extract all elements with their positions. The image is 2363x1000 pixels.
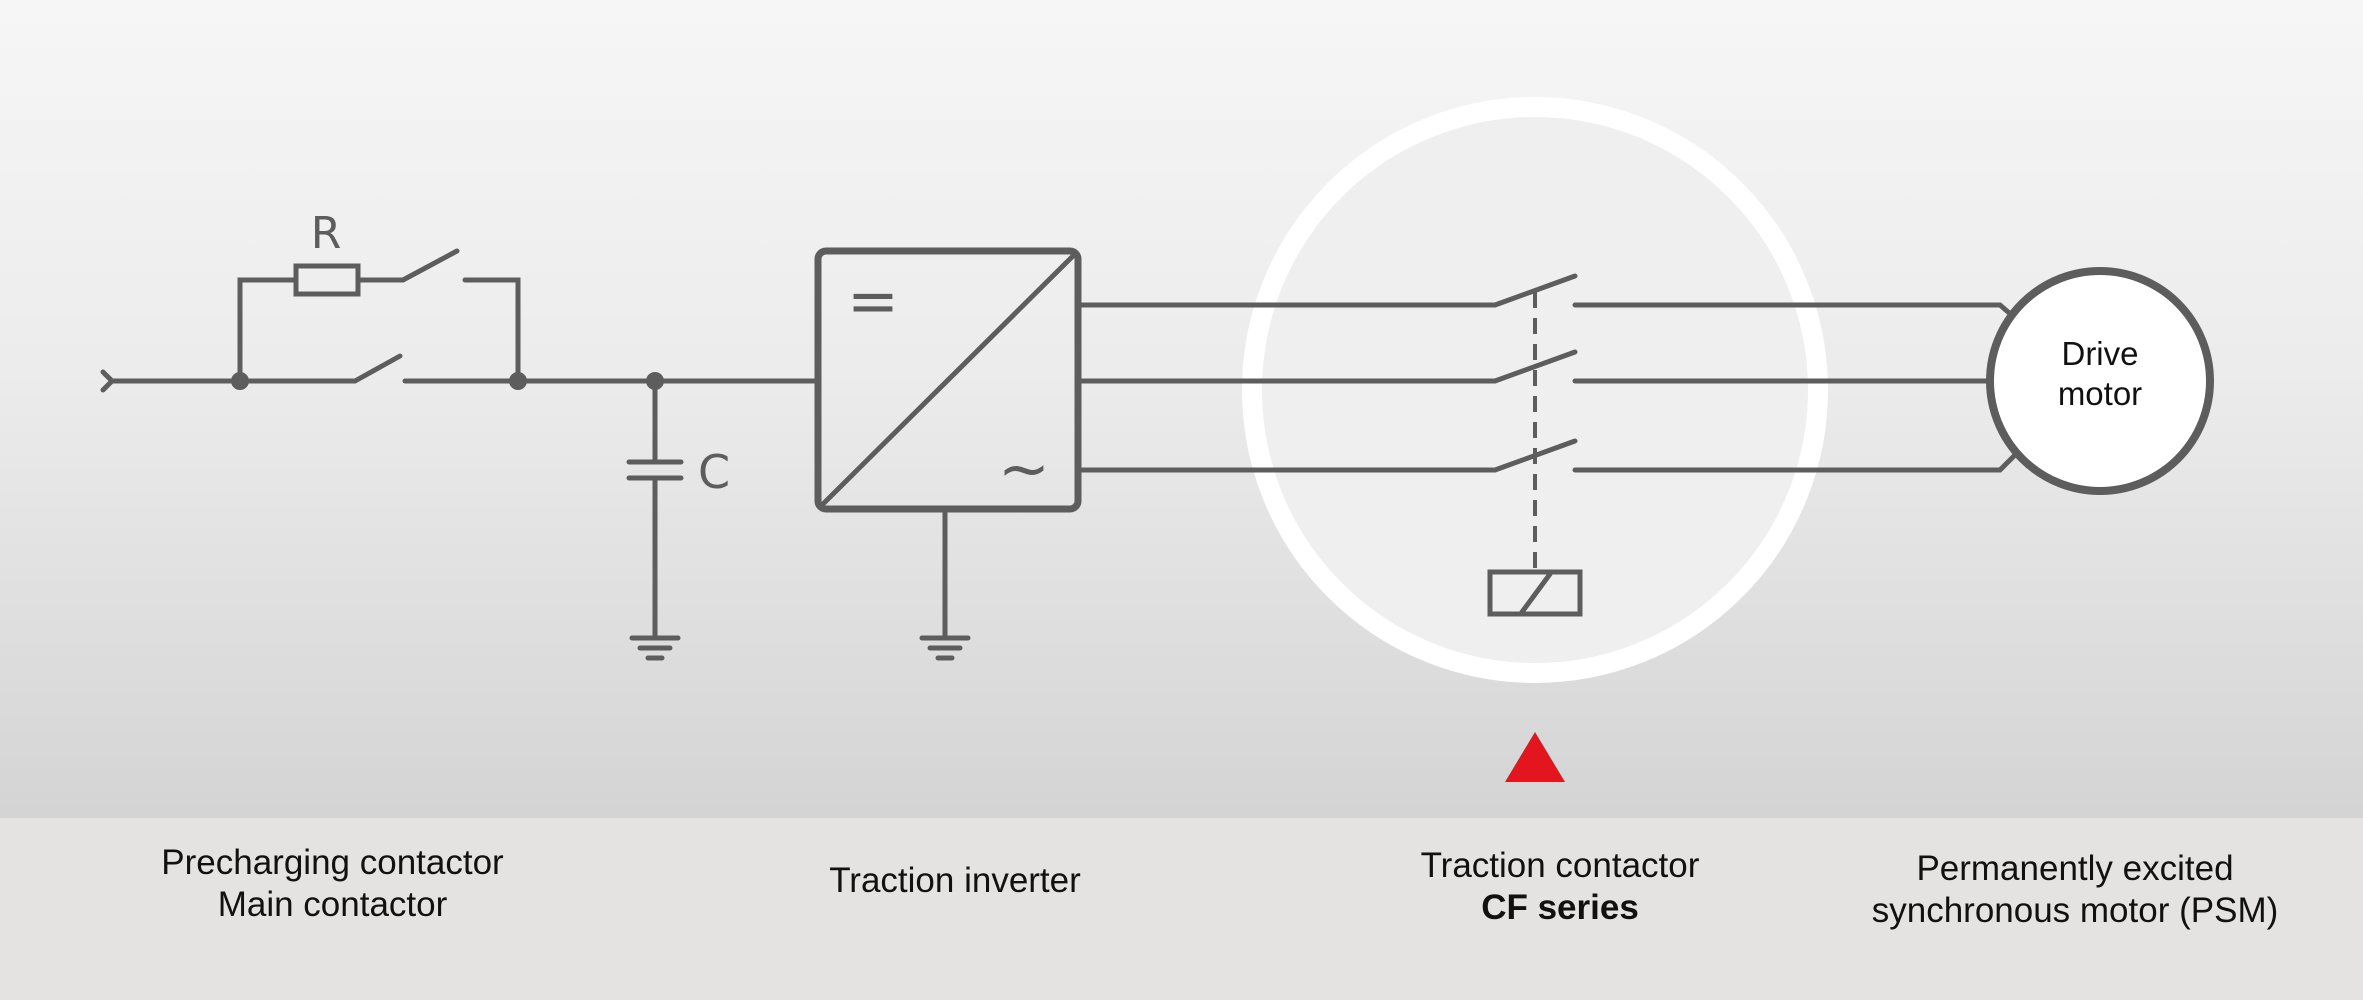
inverter-diagonal xyxy=(819,252,1077,508)
highlight-marker-icon xyxy=(1505,732,1565,782)
contactor-switch-2 xyxy=(1492,349,1578,384)
precharge-branch-right xyxy=(462,277,521,384)
inverter-ac-symbol: ~ xyxy=(998,432,1050,505)
precharge-branch-left xyxy=(237,277,299,384)
schematic-area xyxy=(0,0,2363,818)
caption-traction-contactor-line2: CF series xyxy=(1481,888,1639,927)
contactor-coil xyxy=(1487,569,1583,617)
drive-motor-label-line1: Drive xyxy=(2061,335,2139,372)
caption-precharge-line1: Precharging contactor xyxy=(161,843,504,882)
resistor-label: R xyxy=(311,208,342,259)
drive-motor-label: Drive motor xyxy=(2010,334,2190,414)
phase-line-3-b xyxy=(1572,452,2018,473)
main-contactor-switch xyxy=(352,353,403,384)
caption-inverter-line1: Traction inverter xyxy=(829,861,1081,900)
caption-motor-line2: synchronous motor (PSM) xyxy=(1871,891,2279,930)
ground-icon-capacitor xyxy=(629,635,681,661)
caption-traction-contactor-line1: Traction contactor xyxy=(1420,846,1700,885)
precharge-contactor-switch xyxy=(400,248,460,283)
inverter-dc-symbol: = xyxy=(847,264,899,337)
contactor-switch-1 xyxy=(1492,273,1578,308)
drive-motor-circle xyxy=(1986,267,2214,495)
junction-dot-2 xyxy=(509,372,527,390)
caption-inverter: Traction inverter xyxy=(755,860,1155,902)
drive-motor-label-line2: motor xyxy=(2057,375,2143,412)
caption-precharge-line2: Main contactor xyxy=(217,885,448,924)
caption-band xyxy=(0,818,2363,1000)
highlight-circle xyxy=(1242,97,1828,683)
resistor-r xyxy=(293,263,361,297)
caption-traction-contactor: Traction contactor CF series xyxy=(1340,845,1780,929)
capacitor-label: C xyxy=(698,445,730,499)
ground-icon-inverter xyxy=(919,635,971,661)
caption-motor: Permanently excited synchronous motor (P… xyxy=(1840,848,2310,932)
contactor-coil-slash xyxy=(1519,571,1553,615)
junction-dot-1 xyxy=(231,372,249,390)
caption-precharge: Precharging contactor Main contactor xyxy=(100,842,565,926)
caption-motor-line1: Permanently excited xyxy=(1916,849,2234,888)
circuit-schematic: R C = ~ xyxy=(100,97,2214,782)
